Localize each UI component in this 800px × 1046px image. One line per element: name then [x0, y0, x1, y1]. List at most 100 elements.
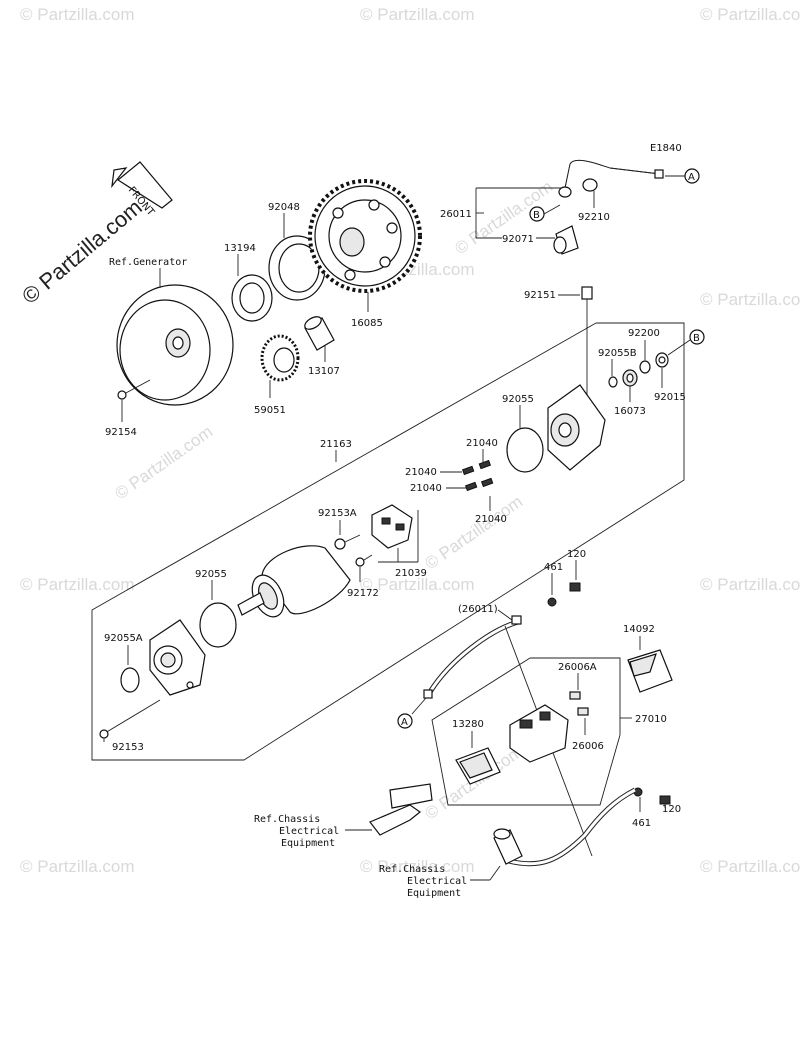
relay-13280 [455, 747, 501, 785]
watermark-text: © Partzilla.com [700, 290, 800, 309]
bolt-120-bot [659, 795, 671, 805]
gear-16085 [308, 179, 422, 293]
part-label-27010: 27010 [635, 714, 667, 725]
shaft-13107 [304, 316, 335, 351]
oring-92055B [608, 376, 618, 388]
starter-rear-cover [547, 384, 606, 471]
part-label-13107: 13107 [308, 366, 340, 377]
starter-motor-cable [493, 787, 637, 867]
oring-92055-mid [199, 602, 237, 648]
part-label-21040-a: 21040 [466, 438, 498, 449]
part-label-92200: 92200 [628, 328, 660, 339]
part-label-21163: 21163 [320, 439, 352, 450]
generator-rotor [116, 284, 234, 406]
washer-461-top [547, 597, 557, 607]
screw-92172 [355, 554, 373, 567]
part-label-21040-c: 21040 [410, 483, 442, 494]
ref-chassis-1-line2: Electrical [279, 826, 339, 837]
part-label-461-top: 461 [544, 562, 563, 573]
part-label-120-top: 120 [567, 549, 586, 560]
part-label-120-bot: 120 [662, 804, 681, 815]
relay-bracket [369, 783, 433, 836]
part-label-16073: 16073 [614, 406, 646, 417]
part-label-26011-paren: (26011) [458, 604, 498, 615]
part-label-92055B: 92055B [598, 348, 637, 359]
ref-chassis-1-line1: Ref.Chassis [254, 814, 320, 825]
ref-chassis-2-line2: Electrical [407, 876, 467, 887]
part-label-59051: 59051 [254, 405, 286, 416]
part-label-21040-d: 21040 [475, 514, 507, 525]
bolt-92154 [117, 379, 151, 400]
ref-chassis-2-line1: Ref.Chassis [379, 864, 445, 875]
svg-text:B: B [533, 210, 540, 221]
relay-cover-14092 [627, 649, 673, 693]
part-label-92055-mid: 92055 [195, 569, 227, 580]
nut-92210 [582, 178, 598, 192]
brush-springs-21040 [461, 459, 494, 492]
part-label-92153: 92153 [112, 742, 144, 753]
part-label-26006: 26006 [572, 741, 604, 752]
battery-cable-26011 [423, 615, 522, 699]
clutch-13194 [231, 274, 273, 322]
watermark-text: © Partzilla.com [20, 575, 135, 594]
bolt-120-top [569, 582, 581, 592]
starter-yoke [237, 545, 351, 618]
part-label-26011: 26011 [440, 209, 472, 220]
part-label-21039: 21039 [395, 568, 427, 579]
starter-relay-27010 [509, 704, 569, 763]
part-label-92015: 92015 [654, 392, 686, 403]
watermark-text: © Partzilla.com [421, 492, 526, 573]
callout-A-top: A [684, 168, 700, 184]
callout-B-right: B [689, 329, 705, 345]
svg-text:A: A [401, 717, 408, 728]
part-label-13280: 13280 [452, 719, 484, 730]
washer-92200 [639, 360, 651, 374]
part-label-92154: 92154 [105, 427, 137, 438]
part-label-92210: 92210 [578, 212, 610, 223]
watermark-logo-text: © Partzilla.com [17, 194, 147, 308]
part-label-92048: 92048 [268, 202, 300, 213]
watermark-text: © Partzilla.com [700, 575, 800, 594]
watermark-text: © Partzilla.com [700, 5, 800, 24]
part-label-26006A: 26006A [558, 662, 597, 673]
watermark-text: © Partzilla.com [20, 857, 135, 876]
part-label-16085: 16085 [351, 318, 383, 329]
starter-cable-26011 [558, 159, 664, 198]
part-label-92151: 92151 [524, 290, 556, 301]
oring-92055-top [506, 427, 544, 473]
callout-B-top: B [529, 206, 545, 222]
part-label-92153A: 92153A [318, 508, 357, 519]
part-label-92055-top: 92055 [502, 394, 534, 405]
watermark-text: © Partzilla.com [360, 857, 475, 876]
fuse-26006A [569, 691, 581, 700]
bolt-92151 [581, 286, 593, 395]
watermark-text: © Partzilla.com [20, 5, 135, 24]
nut-92015 [655, 352, 669, 368]
part-label-92055A: 92055A [104, 633, 143, 644]
gear-59051 [260, 334, 300, 382]
part-label-21040-b: 21040 [405, 467, 437, 478]
nut-16073 [622, 369, 638, 387]
part-label-461-bot: 461 [632, 818, 651, 829]
part-label-14092: 14092 [623, 624, 655, 635]
diagram-code: E1840 [650, 143, 682, 154]
watermark-text: © Partzilla.com [360, 575, 475, 594]
ref-chassis-2-line3: Equipment [407, 888, 461, 899]
ref-generator-label: Ref.Generator [109, 257, 187, 268]
fuse-26006 [577, 707, 589, 716]
brush-holder-21039 [371, 504, 413, 549]
watermark-text: © Partzilla.com [360, 5, 475, 24]
oring-92055A [120, 667, 140, 693]
part-label-92172: 92172 [347, 588, 379, 599]
bolt-92153 [99, 699, 161, 739]
ref-chassis-1-line3: Equipment [281, 838, 335, 849]
part-label-92071: 92071 [502, 234, 534, 245]
svg-text:B: B [693, 333, 700, 344]
boot-92071 [553, 225, 579, 255]
callout-A-bottom: A [397, 713, 413, 729]
starter-front-cover [149, 619, 206, 696]
part-label-13194: 13194 [224, 243, 256, 254]
watermark-text: © Partzilla.com [700, 857, 800, 876]
screw-92153A [334, 534, 361, 550]
